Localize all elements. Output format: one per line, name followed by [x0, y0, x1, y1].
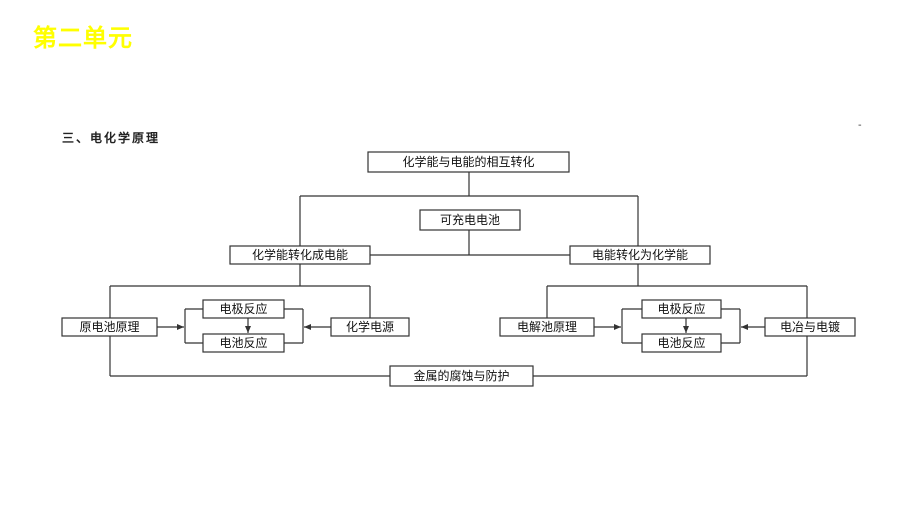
box-right-electrode-reaction: 电极反应: [641, 299, 722, 319]
box-mutual-conversion-label: 化学能与电能的相互转化: [402, 154, 534, 169]
box-left-electrode-reaction-label: 电极反应: [219, 301, 267, 316]
box-chem-to-elec: 化学能转化成电能: [229, 245, 371, 265]
box-metal-corrosion-protection: 金属的腐蚀与防护: [389, 365, 534, 387]
box-galvanic-principle-label: 原电池原理: [79, 320, 139, 334]
box-chemical-power-source: 化学电源: [330, 317, 410, 337]
box-left-cell-reaction-label: 电池反应: [219, 335, 267, 350]
box-rechargeable-battery: 可充电电池: [419, 209, 521, 231]
box-elec-to-chem-label: 电能转化为化学能: [592, 247, 688, 262]
box-left-electrode-reaction: 电极反应: [202, 299, 285, 319]
connectors: [109, 172, 808, 377]
box-rechargeable-battery-label: 可充电电池: [440, 212, 500, 227]
box-right-cell-reaction: 电池反应: [641, 333, 722, 353]
box-electrometallurgy-plating-label: 电冶与电镀: [780, 320, 840, 334]
box-electrometallurgy-plating: 电冶与电镀: [764, 317, 856, 337]
box-electrolytic-principle-label: 电解池原理: [517, 320, 577, 334]
box-chem-to-elec-label: 化学能转化成电能: [252, 247, 348, 262]
box-left-cell-reaction: 电池反应: [202, 333, 285, 353]
slide-title: 第二单元: [33, 24, 133, 52]
box-chemical-power-source-label: 化学电源: [346, 319, 394, 334]
box-elec-to-chem: 电能转化为化学能: [569, 245, 711, 265]
box-electrolytic-principle: 电解池原理: [499, 317, 595, 337]
corner-mark: -: [858, 120, 862, 131]
box-right-cell-reaction-label: 电池反应: [657, 335, 705, 350]
section-title: 三、电化学原理: [62, 131, 161, 145]
box-metal-corrosion-protection-label: 金属的腐蚀与防护: [413, 368, 509, 383]
box-galvanic-principle: 原电池原理: [61, 317, 158, 337]
box-right-electrode-reaction-label: 电极反应: [657, 301, 705, 316]
box-mutual-conversion: 化学能与电能的相互转化: [367, 151, 570, 173]
